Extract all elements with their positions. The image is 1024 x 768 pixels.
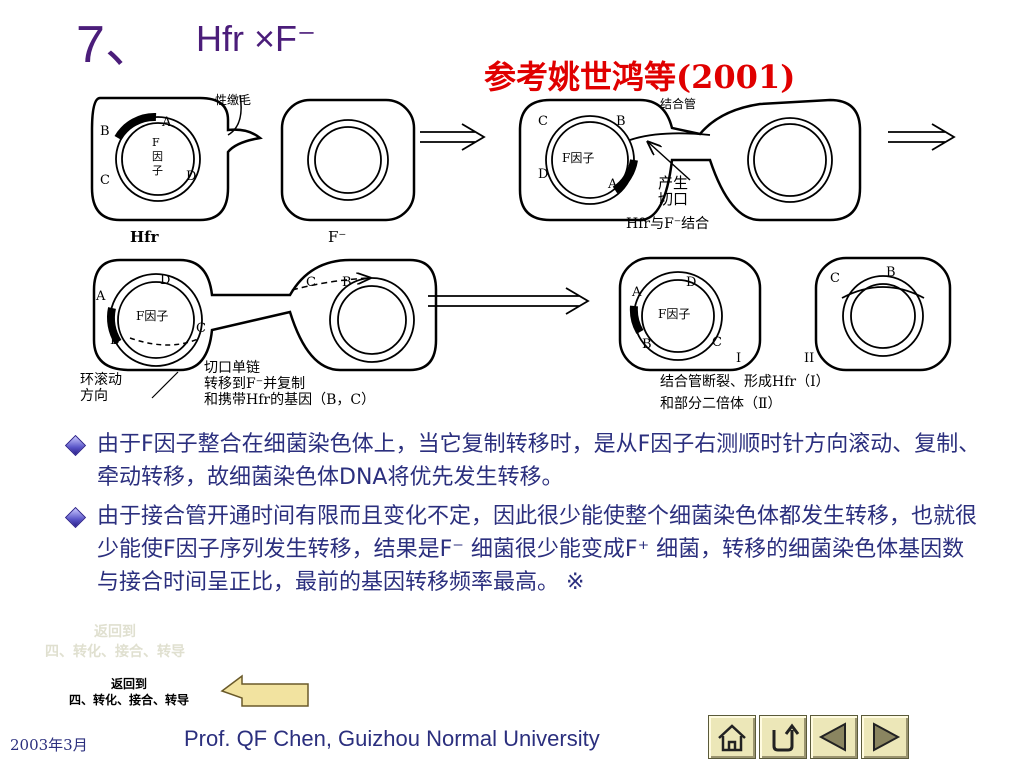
previous-button[interactable] — [810, 715, 858, 759]
bullet-text: 由于接合管开通时间有限而且变化不定，因此很少能使整个细菌染色体都发生转移，也就很… — [97, 504, 978, 595]
return-icon — [772, 723, 800, 752]
svg-text:C: C — [306, 275, 316, 290]
svg-text:环滚动: 环滚动 — [80, 371, 122, 388]
date-label: 2003年3月 — [10, 736, 88, 754]
slide-title: Hfr ×F⁻ — [196, 18, 317, 59]
svg-text:D: D — [538, 167, 548, 182]
reference-citation: 参考姚世鸿等(2001) — [484, 58, 796, 96]
hfr-conjugation-diagram: B A C D F 因 子 性缴毛 Hfr F⁻ C B D A F因子 结合管… — [80, 92, 956, 412]
diamond-bullet-icon — [64, 506, 87, 529]
svg-text:F: F — [152, 136, 160, 149]
svg-text:B: B — [886, 265, 896, 280]
svg-text:和携带Hfr的基因（B，C）: 和携带Hfr的基因（B，C） — [204, 391, 375, 408]
label-b1: B — [100, 124, 110, 139]
return-link[interactable]: 返回到 四、转化、接合、转导 — [68, 677, 189, 707]
svg-text:C: C — [712, 335, 722, 350]
label-f-minus: F⁻ — [328, 228, 346, 246]
svg-text:子: 子 — [152, 164, 163, 177]
bullet-item: 由于接合管开通时间有限而且变化不定，因此很少能使整个细菌染色体都发生转移，也就很… — [62, 500, 982, 599]
svg-text:I: I — [736, 351, 741, 366]
footer-author: Prof. QF Chen, Guizhou Normal University — [184, 726, 600, 751]
svg-text:F因子: F因子 — [658, 307, 690, 321]
svg-text:产生: 产生 — [658, 174, 688, 192]
return-button[interactable] — [759, 715, 807, 759]
next-button[interactable] — [861, 715, 909, 759]
svg-text:F因子: F因子 — [562, 151, 594, 165]
svg-text:切口: 切口 — [658, 190, 688, 208]
back-arrow-icon[interactable] — [220, 672, 310, 710]
svg-text:转移到F⁻并复制: 转移到F⁻并复制 — [204, 375, 305, 392]
svg-text:方向: 方向 — [80, 388, 108, 404]
svg-text:C: C — [538, 114, 548, 129]
svg-text:性缴毛: 性缴毛 — [215, 92, 251, 107]
svg-text:F因子: F因子 — [136, 309, 168, 323]
svg-text:II: II — [804, 351, 814, 366]
svg-text:A: A — [607, 177, 618, 192]
bullet-item: 由于F因子整合在细菌染色体上，当它复制转移时，是从F因子右测顺时针方向滚动、复制… — [62, 428, 982, 494]
svg-text:D: D — [686, 275, 696, 290]
svg-text:B: B — [642, 337, 652, 352]
return-link-faded[interactable]: 返回到 四、转化、接合、转导 — [45, 624, 185, 660]
next-icon — [873, 722, 901, 752]
label-c1: C — [100, 173, 110, 188]
svg-text:B: B — [342, 275, 352, 290]
svg-text:和部分二倍体（Ⅱ）: 和部分二倍体（Ⅱ） — [660, 396, 782, 412]
svg-text:结合管断裂、形成Hfr（Ⅰ）: 结合管断裂、形成Hfr（Ⅰ） — [660, 374, 830, 390]
previous-icon — [818, 722, 846, 752]
bullet-list: 由于F因子整合在细菌染色体上，当它复制转移时，是从F因子右测顺时针方向滚动、复制… — [62, 428, 982, 605]
label-a1: A — [161, 115, 172, 130]
svg-text:C: C — [830, 271, 840, 286]
svg-text:C: C — [196, 321, 206, 336]
svg-text:因: 因 — [152, 150, 163, 163]
svg-text:D: D — [160, 273, 170, 288]
diamond-bullet-icon — [64, 434, 87, 457]
svg-text:B: B — [616, 114, 626, 129]
hfr-cell — [90, 96, 263, 222]
home-button[interactable] — [708, 715, 756, 759]
label-hfr: Hfr — [130, 228, 160, 246]
label-d1: D — [186, 169, 196, 184]
svg-text:A: A — [631, 285, 642, 300]
home-icon — [718, 724, 746, 752]
svg-text:Hfr与F⁻结合: Hfr与F⁻结合 — [626, 216, 709, 232]
svg-text:切口单链: 切口单链 — [204, 360, 260, 376]
bullet-text: 由于F因子整合在细菌染色体上，当它复制转移时，是从F因子右测顺时针方向滚动、复制… — [97, 432, 981, 490]
svg-text:B: B — [110, 333, 120, 348]
slide-number: 7、 — [76, 16, 157, 74]
svg-text:A: A — [95, 289, 106, 304]
svg-text:结合管: 结合管 — [660, 96, 696, 111]
